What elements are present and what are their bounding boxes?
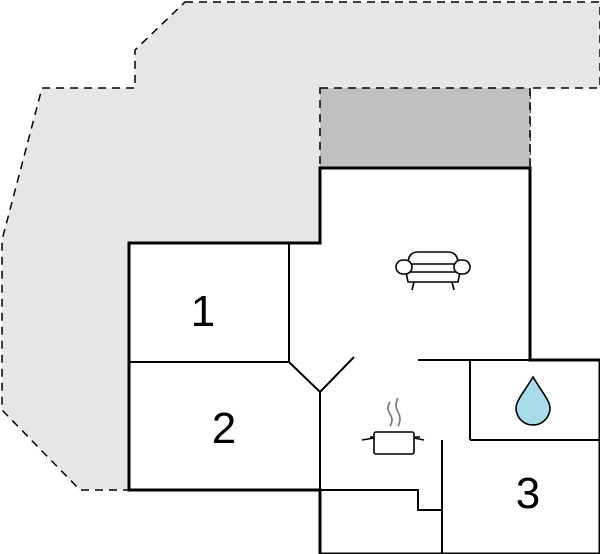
interior-walls — [129, 243, 600, 554]
room-label-2: 2 — [212, 404, 236, 453]
room-label-3: 3 — [516, 469, 540, 518]
cooking-pot-icon — [361, 397, 425, 455]
room-label-1: 1 — [191, 287, 215, 336]
sofa-icon — [395, 251, 471, 291]
house-outline — [127, 166, 600, 554]
water-drop-icon — [515, 375, 551, 426]
terrace — [319, 87, 531, 169]
